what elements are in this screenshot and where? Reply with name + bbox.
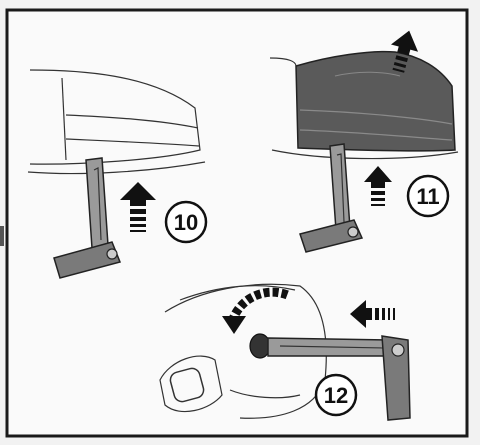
handle-line	[65, 138, 200, 147]
edge-mark	[0, 226, 4, 246]
left-arrow-icon	[350, 300, 395, 328]
handle-outline	[29, 69, 201, 165]
door-line	[271, 149, 459, 160]
keyhole	[249, 333, 271, 359]
housing-edge	[179, 285, 296, 301]
step-number-11: 11	[406, 174, 450, 218]
button-outline	[159, 355, 223, 413]
handle-line	[65, 114, 199, 129]
up-arrow-icon	[364, 166, 392, 206]
step-number-12: 12	[314, 373, 358, 417]
step-10-label: 10	[174, 210, 198, 235]
step-12-label: 12	[324, 383, 348, 408]
key-illustration	[267, 335, 411, 421]
door-edge	[269, 57, 297, 67]
lift-arrow-icon	[390, 30, 419, 73]
up-arrow-icon	[120, 182, 156, 232]
step-10-panel: 10	[27, 69, 208, 279]
housing-outline	[164, 283, 327, 419]
handle-seam	[61, 77, 67, 161]
handle-cover	[295, 50, 456, 152]
door-line	[27, 161, 206, 175]
step-11-label: 11	[416, 184, 439, 209]
key-illustration	[53, 157, 122, 279]
step-number-10: 10	[164, 200, 208, 244]
lock-button	[169, 367, 205, 403]
rotate-arrow-icon	[222, 287, 292, 334]
key-illustration	[299, 143, 364, 253]
step-12-panel: 12	[159, 283, 411, 421]
step-11-panel: 11	[269, 30, 459, 253]
